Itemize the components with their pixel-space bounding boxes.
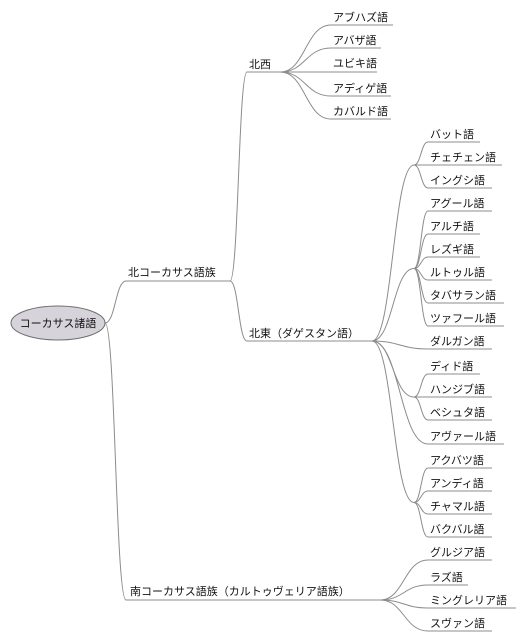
connector-line xyxy=(371,268,415,342)
connector-line xyxy=(279,71,332,120)
language-label: アブハズ語 xyxy=(333,10,388,24)
connector-line xyxy=(371,164,415,342)
connector-line xyxy=(371,340,415,503)
language-label: ベシュタ語 xyxy=(430,405,485,419)
connector-line xyxy=(413,268,429,281)
connector-line xyxy=(413,396,429,421)
connector-line xyxy=(371,340,429,445)
root-ellipse xyxy=(10,305,106,341)
language-label: バクバル語 xyxy=(430,522,484,536)
connector-line xyxy=(413,164,429,189)
connector-line xyxy=(413,268,429,304)
connector-line xyxy=(379,584,429,601)
branch-northeast-label: 北東（ダゲスタン語） xyxy=(249,326,359,340)
language-label: タバサラン語 xyxy=(430,288,496,302)
language-label: スヴァン語 xyxy=(430,616,485,630)
connector-line xyxy=(413,502,429,515)
branch-northwest-label: 北西 xyxy=(249,58,271,71)
language-label: ラズ語 xyxy=(430,570,463,584)
language-label: チェチェン語 xyxy=(430,150,496,164)
connector-line xyxy=(413,141,429,166)
connector-line xyxy=(371,340,415,398)
connector-line xyxy=(413,373,429,398)
connector-line xyxy=(104,280,127,324)
connector-line xyxy=(279,71,332,97)
connector-line xyxy=(413,467,429,503)
language-label: バット語 xyxy=(430,127,474,141)
root-label: コーカサス諸語 xyxy=(20,316,97,330)
language-label: アルチ語 xyxy=(430,219,474,233)
language-label: アンディ語 xyxy=(430,476,484,490)
language-label: チャマル語 xyxy=(430,499,485,513)
language-label: イングシ語 xyxy=(430,173,485,187)
connector-line xyxy=(379,599,429,609)
language-label: ミングレリア語 xyxy=(430,593,507,607)
language-label: アバザ語 xyxy=(333,33,377,47)
language-label: グルジア語 xyxy=(430,545,485,559)
language-label: アヴァール語 xyxy=(430,429,496,443)
language-label: ツァフール語 xyxy=(430,311,496,325)
connector-line xyxy=(413,210,429,269)
language-label: ハンジブ語 xyxy=(430,382,485,396)
connector-line xyxy=(371,340,429,350)
connector-line xyxy=(413,502,429,538)
family-north-caucasian-label: 北コーカサス語族 xyxy=(128,265,216,279)
language-label: アクバツ語 xyxy=(430,453,484,467)
connector-line xyxy=(413,268,429,327)
connector-line xyxy=(229,71,248,282)
language-label: ディド語 xyxy=(430,359,473,373)
connector-line xyxy=(379,599,429,632)
language-label: アディゲ語 xyxy=(333,81,387,95)
connector-line xyxy=(279,47,332,73)
connector-line xyxy=(229,280,248,342)
language-label: カバルド語 xyxy=(333,104,388,118)
language-label: アグール語 xyxy=(430,196,484,210)
language-label: ダルガン語 xyxy=(430,334,485,348)
connector-line xyxy=(279,24,332,73)
connector-line xyxy=(379,559,429,601)
family-south-caucasian-label: 南コーカサス語族（カルトゥヴェリア語族） xyxy=(130,584,350,598)
connector-line xyxy=(104,322,127,601)
language-label: ルトゥル語 xyxy=(430,265,485,279)
language-label: ユビキ語 xyxy=(333,56,377,70)
root-node[interactable]: コーカサス諸語 xyxy=(10,305,106,341)
language-label: レズギ語 xyxy=(430,242,474,256)
